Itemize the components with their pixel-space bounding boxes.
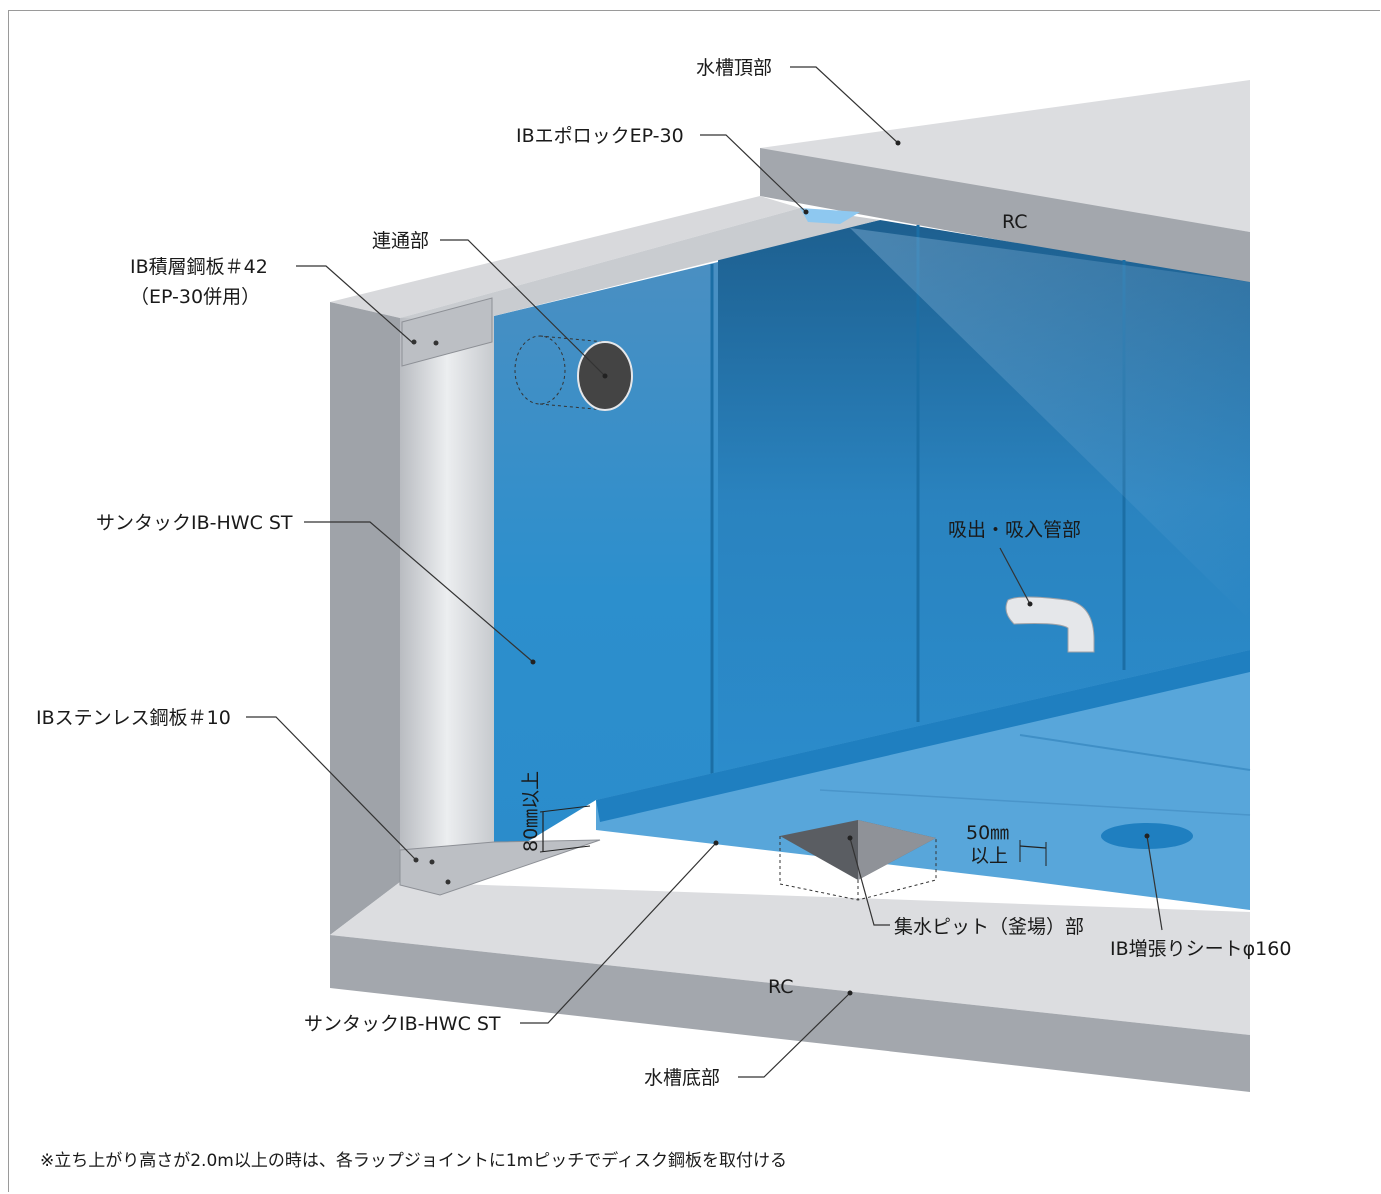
lining-left-wall — [494, 262, 718, 862]
suction-pipe — [1005, 596, 1095, 653]
leader-tank-bottom — [738, 992, 851, 1078]
pit-opening-wall — [858, 820, 936, 880]
label-stainless: IBステンレス鋼板＃10 — [36, 707, 231, 729]
label-dim-80: 80㎜以上 — [520, 771, 542, 852]
anchor-bolt — [445, 879, 451, 885]
top-slab-front — [760, 148, 1250, 286]
connecting-pipe-outline — [539, 335, 606, 343]
leader-dot — [895, 140, 901, 146]
dim-80-tick — [539, 845, 591, 853]
leader-suction — [999, 547, 1031, 605]
diagram-frame — [8, 10, 1380, 1192]
leader-suntack-lower — [520, 842, 717, 1024]
light-beam — [850, 228, 1250, 620]
leader-sheet — [1146, 835, 1163, 931]
ep30-sealant — [800, 208, 860, 224]
laminated-plate-top — [401, 297, 493, 367]
connecting-pipe-outline — [539, 403, 606, 411]
leader-dot — [847, 835, 853, 841]
anchor-bolt — [429, 859, 435, 865]
label-sheet: IB増張りシートφ160 — [1110, 938, 1291, 960]
lining-floor — [596, 650, 1250, 910]
leader-dot — [530, 659, 536, 665]
leader-dot — [1027, 601, 1033, 607]
leader-dot — [803, 209, 809, 215]
dim-80-tick — [539, 805, 591, 813]
leader-pit — [849, 837, 890, 926]
leader-dot — [847, 990, 853, 996]
label-suction: 吸出・吸入管部 — [948, 519, 1081, 541]
label-dim-50-a: 50㎜ — [966, 822, 1009, 844]
leader-renzu — [440, 239, 606, 377]
leader-laminated — [296, 265, 415, 345]
label-laminated-1: IB積層鋼板＃42 — [130, 256, 268, 278]
left-wall-face — [330, 302, 400, 935]
label-suntack-lower: サンタックIB-HWC ST — [304, 1013, 501, 1035]
leader-dot — [602, 373, 608, 379]
label-ep30: IBエポロックEP-30 — [516, 125, 684, 147]
label-tank-top: 水槽頂部 — [696, 57, 772, 79]
label-laminated-2: （EP-30併用） — [130, 286, 260, 308]
leader-suntack-upper — [304, 521, 534, 663]
top-slab-surface — [760, 80, 1250, 232]
leader-dot — [713, 840, 719, 846]
label-suntack-upper: サンタックIB-HWC ST — [96, 512, 293, 534]
floor-seam — [1019, 734, 1251, 771]
floor-upstand — [596, 650, 1250, 822]
label-pit: 集水ピット（釜場）部 — [894, 916, 1084, 938]
bottom-slab-front — [330, 935, 1250, 1092]
anchor-bolt — [433, 340, 439, 346]
leader-tank-top — [790, 66, 899, 144]
label-rc-bottom: RC — [768, 976, 794, 998]
leader-dot — [1144, 833, 1150, 839]
label-rc-top: RC — [1002, 211, 1028, 233]
floor-seam — [819, 789, 1251, 816]
leader-stainless — [246, 716, 417, 861]
label-dim-50-b: 以上 — [970, 845, 1008, 867]
left-wall-top — [330, 196, 800, 318]
leader-ep30 — [700, 134, 807, 213]
bottom-slab-surface — [330, 882, 1250, 1035]
label-tank-bottom: 水槽底部 — [644, 1067, 720, 1089]
dim-50-line — [1019, 845, 1047, 849]
ep30-flashing — [400, 208, 880, 318]
footnote: ※立ち上がり高さが2.0m以上の時は、各ラップジョイントに1mピッチでディスク鋼… — [40, 1151, 788, 1171]
label-renzu: 連通部 — [372, 230, 429, 252]
